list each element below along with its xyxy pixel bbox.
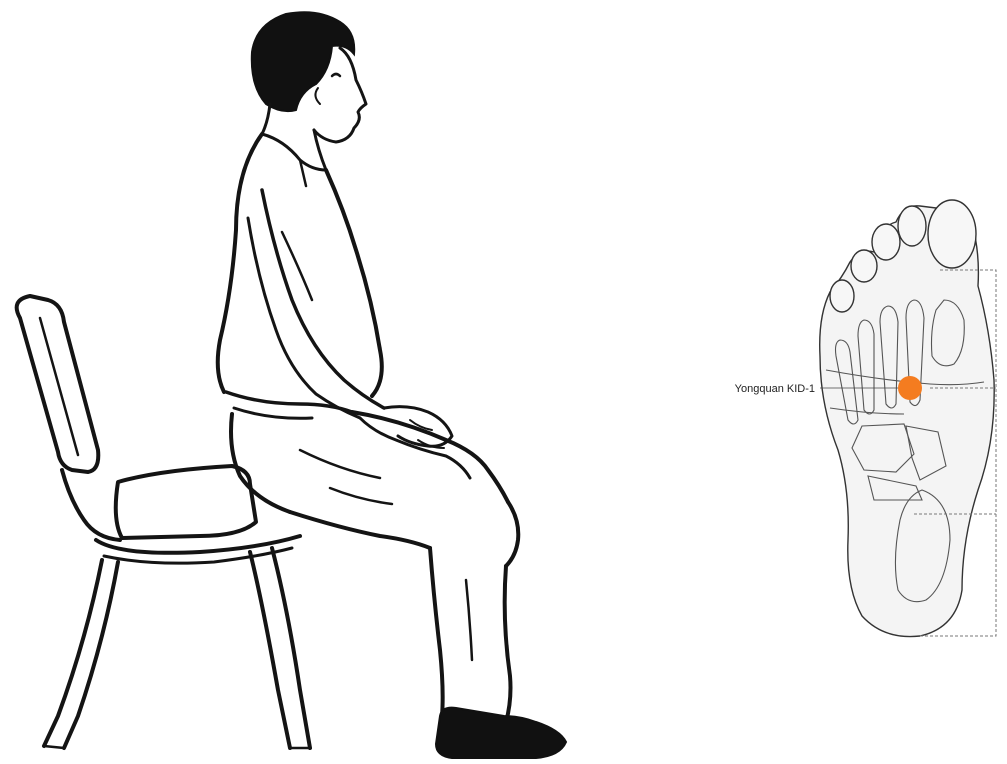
sole-outline [820, 206, 994, 637]
seated-person-illustration [17, 12, 566, 758]
acupoint-label: Yongquan KID-1 [735, 383, 815, 395]
foot-sole-diagram: Yongquan KID-1 [735, 200, 996, 637]
chair [17, 296, 310, 748]
yongquan-acupoint-marker [898, 376, 922, 400]
